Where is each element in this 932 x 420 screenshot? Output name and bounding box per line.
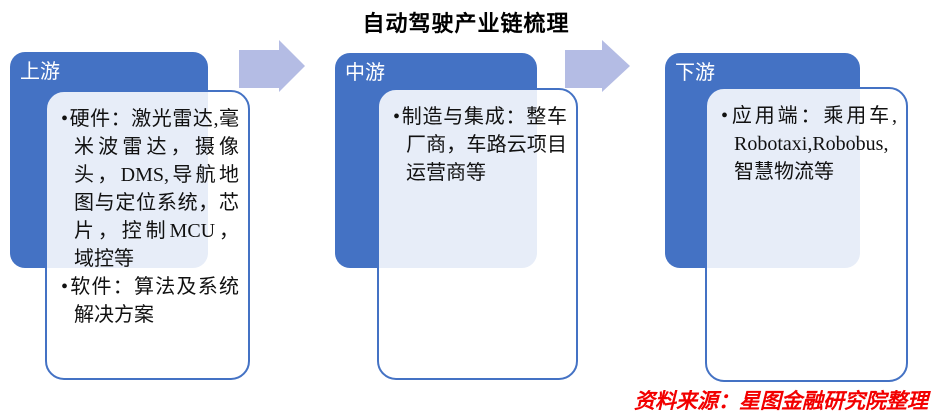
- right-arrow-icon: [565, 40, 630, 92]
- bullet-marker: •: [721, 105, 729, 127]
- bullet-item: •硬件：激光雷达,毫米波雷达，摄像头，DMS,导航地图与定位系统，芯片，控制MC…: [61, 105, 239, 273]
- bullet-text: 硬件：激光雷达,毫米波雷达，摄像头，DMS,导航地图与定位系统，芯片，控制MCU…: [69, 108, 239, 270]
- bullet-marker: •: [393, 106, 401, 128]
- bullet-item: •应用端：乘用车, Robotaxi,Robobus, 智慧物流等: [721, 102, 897, 186]
- content-box-upstream: •硬件：激光雷达,毫米波雷达，摄像头，DMS,导航地图与定位系统，芯片，控制MC…: [45, 90, 250, 380]
- source-note: 资料来源：星图金融研究院整理: [634, 389, 928, 413]
- bullet-item: •制造与集成：整车厂商，车路云项目运营商等: [393, 103, 567, 187]
- bullet-marker: •: [61, 108, 69, 130]
- bullet-text: 制造与集成：整车厂商，车路云项目运营商等: [401, 106, 567, 184]
- content-box-downstream: •应用端：乘用车, Robotaxi,Robobus, 智慧物流等: [705, 87, 908, 382]
- bullet-list-upstream: •硬件：激光雷达,毫米波雷达，摄像头，DMS,导航地图与定位系统，芯片，控制MC…: [61, 105, 239, 329]
- bullet-text: 应用端：乘用车, Robotaxi,Robobus, 智慧物流等: [729, 105, 897, 183]
- bullet-list-midstream: •制造与集成：整车厂商，车路云项目运营商等: [393, 103, 567, 187]
- stage-label-upstream: 上游: [20, 61, 60, 83]
- bullet-marker: •: [61, 276, 69, 298]
- stage-label-midstream: 中游: [345, 62, 385, 84]
- content-box-midstream: •制造与集成：整车厂商，车路云项目运营商等: [377, 88, 578, 380]
- bullet-item: •软件：算法及系统解决方案: [61, 273, 239, 329]
- right-arrow-icon: [239, 40, 305, 92]
- stage-label-downstream: 下游: [675, 62, 715, 84]
- page-title: 自动驾驶产业链梳理: [362, 12, 570, 37]
- bullet-text: 软件：算法及系统解决方案: [69, 276, 239, 326]
- bullet-list-downstream: •应用端：乘用车, Robotaxi,Robobus, 智慧物流等: [721, 102, 897, 186]
